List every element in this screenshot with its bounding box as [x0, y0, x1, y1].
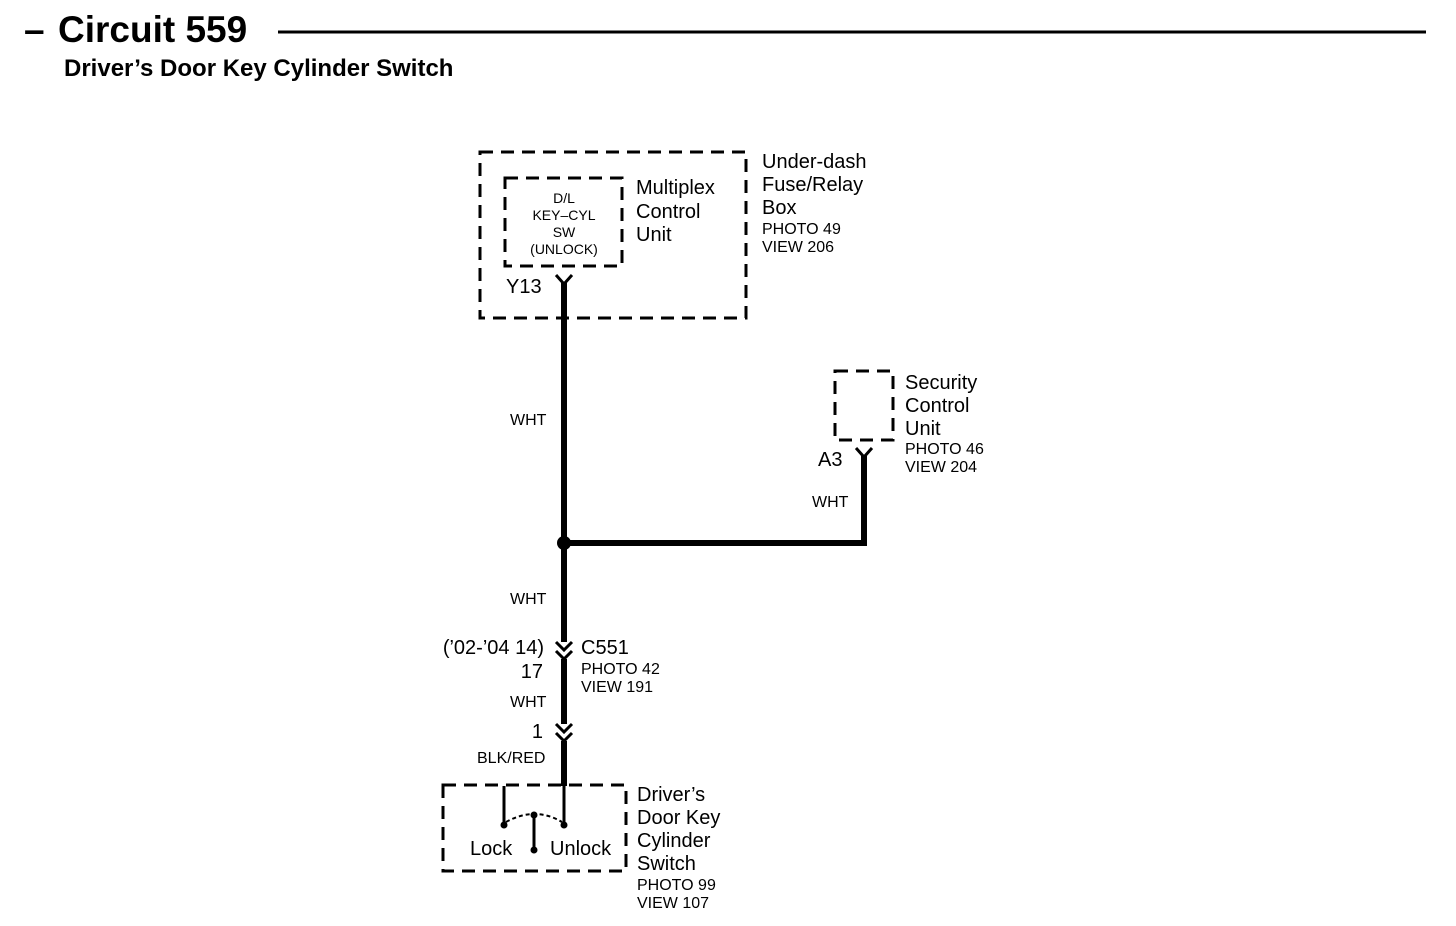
security-unit-outline	[833, 369, 895, 442]
security-view: VIEW 204	[905, 459, 977, 476]
lock-contact-dot	[500, 821, 508, 829]
connector-view: VIEW 191	[581, 679, 653, 696]
wire-between-pins-color: WHT	[510, 694, 547, 711]
security-terminal: A3	[818, 449, 842, 471]
fuse-box-photo: PHOTO 49	[762, 221, 841, 238]
header-dash: –	[24, 9, 45, 50]
switch-name-3: Cylinder	[637, 830, 711, 852]
wire-main-upper-color: WHT	[510, 412, 547, 429]
wire-switch-feed-color: BLK/RED	[477, 750, 545, 767]
connector-note: (’02-’04 14)	[443, 637, 544, 659]
switch-pivot-dot	[530, 811, 538, 819]
security-name-2: Control	[905, 395, 969, 417]
fuse-box-name-1: Under-dash	[762, 151, 867, 173]
fuse-box-outline	[478, 150, 748, 320]
multiplex-name-2: Control	[636, 201, 700, 223]
switch-ground-dot	[530, 846, 538, 854]
wire-security-color: WHT	[812, 494, 849, 511]
switch-unlock-label: Unlock	[550, 838, 612, 860]
multiplex-name-1: Multiplex	[636, 177, 715, 199]
multiplex-inner-2: KEY–CYL	[532, 207, 595, 223]
switch-lock-label: Lock	[470, 838, 513, 860]
c551-pin1-icon	[554, 722, 574, 744]
connector-pin-top: 17	[521, 661, 543, 683]
switch-name-2: Door Key	[637, 807, 720, 829]
security-photo: PHOTO 46	[905, 441, 984, 458]
switch-view: VIEW 107	[637, 895, 709, 912]
security-name-3: Unit	[905, 418, 941, 440]
switch-photo: PHOTO 99	[637, 877, 716, 894]
multiplex-inner-3: SW	[553, 224, 576, 240]
multiplex-inner-4: (UNLOCK)	[530, 241, 598, 257]
multiplex-name-3: Unit	[636, 224, 672, 246]
multiplex-inner-box	[503, 176, 624, 268]
page-title: Circuit 559	[58, 9, 247, 50]
fuse-box-name-3: Box	[762, 197, 796, 219]
security-name-1: Security	[905, 372, 977, 394]
switch-name-4: Switch	[637, 853, 696, 875]
c551-pin17-icon	[554, 640, 574, 662]
connector-name: C551	[581, 637, 629, 659]
fuse-box-name-2: Fuse/Relay	[762, 174, 863, 196]
multiplex-inner-1: D/L	[553, 190, 575, 206]
switch-name-1: Driver’s	[637, 784, 705, 806]
multiplex-terminal: Y13	[506, 276, 542, 298]
page-subtitle: Driver’s Door Key Cylinder Switch	[64, 55, 453, 82]
fuse-box-view: VIEW 206	[762, 239, 834, 256]
unlock-contact-dot	[560, 821, 568, 829]
wire-main-lower-color: WHT	[510, 591, 547, 608]
connector-pin-bottom: 1	[532, 721, 543, 743]
switch-outline	[441, 783, 628, 873]
connector-photo: PHOTO 42	[581, 661, 660, 678]
